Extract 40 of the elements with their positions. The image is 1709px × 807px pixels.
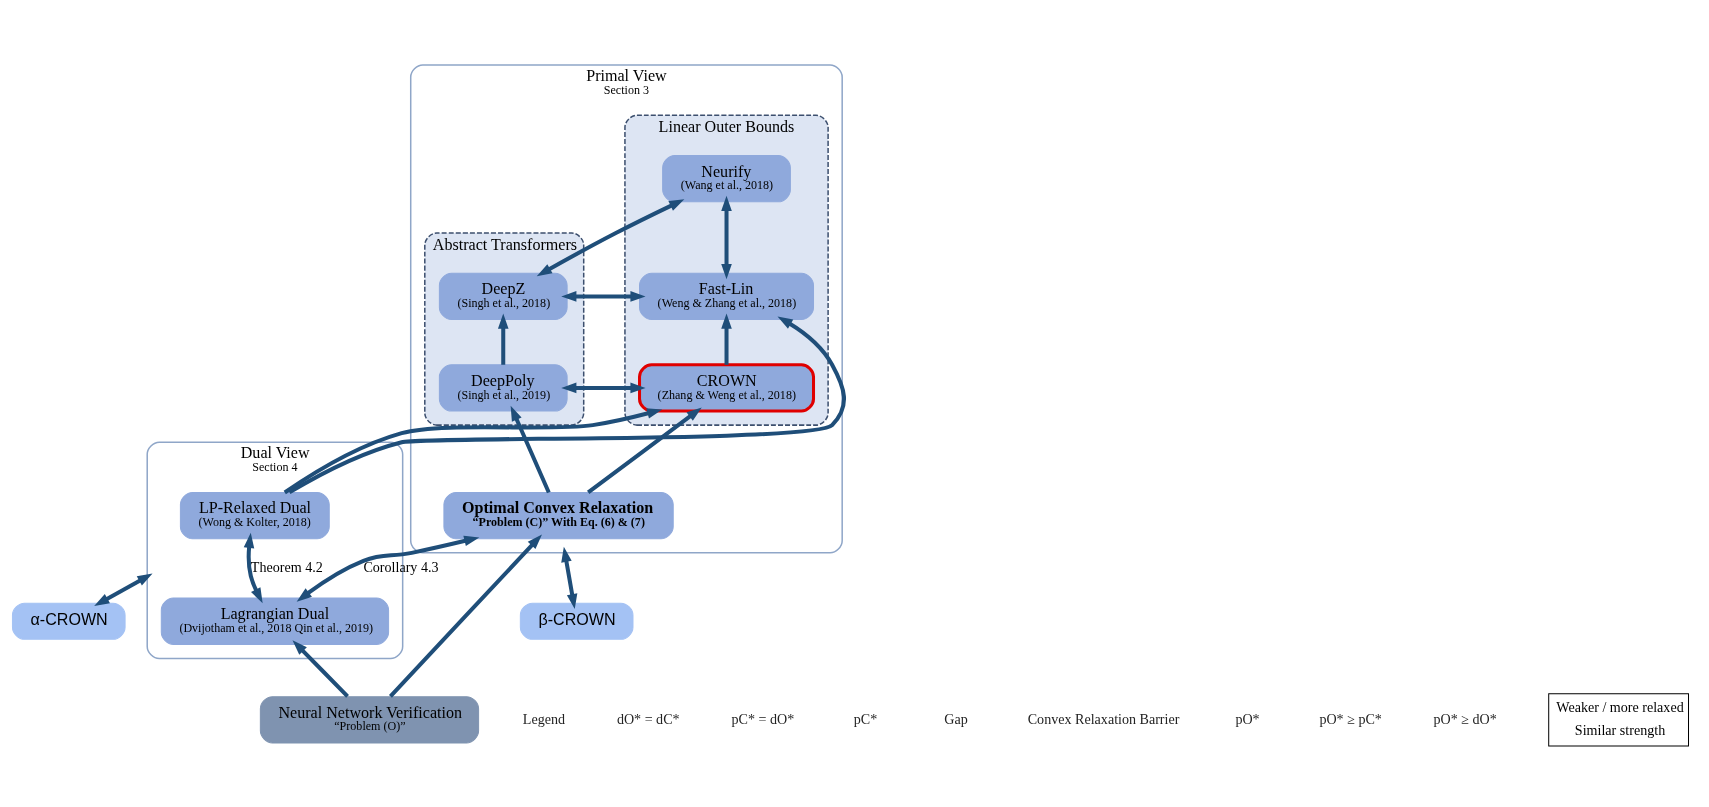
label: pC* = dO* (731, 710, 795, 727)
arrow (721, 313, 732, 365)
label: dO* = dC* (616, 710, 680, 727)
node-box: CROWN (Zhang & Weng et al., 2018) (638, 363, 816, 413)
arrow (283, 408, 663, 495)
legend-label: Similar strength (1574, 722, 1666, 739)
arrow (388, 534, 542, 698)
node-box: Lagrangian Dual (Dvijotham et al., 2018 Qin et al., 2019) (160, 597, 390, 645)
legend-label: Weaker / more relaxed (1556, 698, 1684, 715)
arrow (561, 291, 646, 302)
arrow (497, 313, 509, 365)
node-box: β-CROWN (519, 602, 634, 640)
node-box: Fast-Lin (Weng & Zhang et al., 2018) (639, 272, 815, 321)
arrow (243, 532, 263, 604)
arrow (721, 195, 732, 280)
arrow (510, 405, 551, 494)
arrow (587, 407, 702, 495)
arrow (561, 546, 578, 610)
node-box: Neural Network Verification “Problem (O)” (259, 696, 480, 744)
label: Convex Relaxation Barrier (1027, 710, 1180, 727)
node-box: α-CROWN (11, 602, 126, 640)
label: pO* (1235, 710, 1260, 727)
arrow (536, 199, 685, 277)
node-box: LP-Relaxed Dual (Wong & Kolter, 2018) (179, 492, 330, 540)
edge-label: Theorem 4.2 (250, 559, 323, 576)
node-box: Optimal Convex Relaxation “Problem (C)” With Eq. (6) & (7) (443, 492, 674, 540)
label: pO* ≥ dO* (1433, 710, 1497, 727)
arrow (94, 573, 153, 607)
node-box: Neurify (Wang et al., 2018) (662, 155, 791, 203)
arrow (296, 535, 480, 602)
arrow (561, 382, 646, 394)
label: Gap (944, 710, 968, 727)
edge-label: Corollary 4.3 (363, 559, 439, 576)
node-box: DeepZ (Singh et al., 2018) (438, 272, 568, 321)
arrow (292, 640, 349, 698)
node-box: DeepPoly (Singh et al., 2019) (438, 364, 568, 412)
label: pC* (853, 710, 878, 727)
label: pO* ≥ pC* (1319, 710, 1382, 727)
label: Legend (522, 710, 566, 727)
arrow (288, 316, 846, 495)
